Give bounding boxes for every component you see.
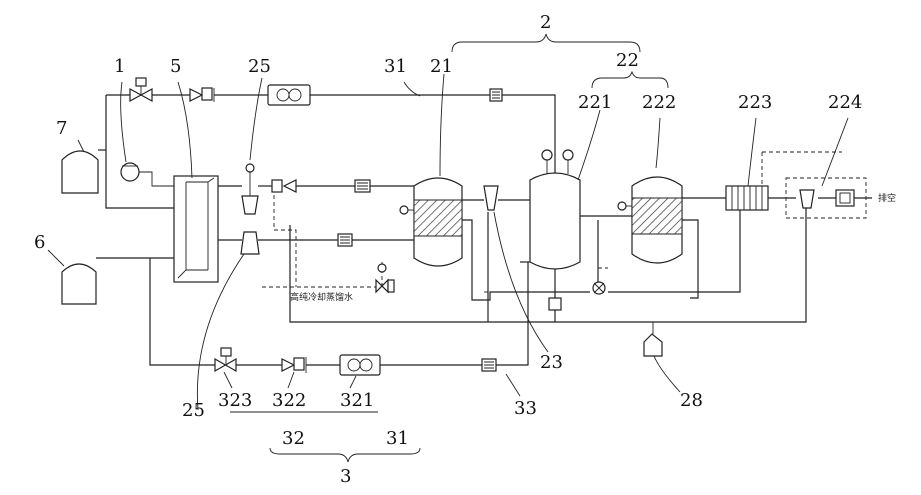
filter-33	[482, 359, 496, 371]
label-2: 2	[540, 12, 551, 33]
label-6: 6	[34, 232, 45, 253]
label-25-top: 25	[248, 56, 271, 77]
label-28: 28	[680, 390, 703, 411]
label-224: 224	[828, 92, 862, 113]
label-31-bottom: 31	[386, 428, 409, 449]
filter-lower	[338, 234, 352, 246]
ejector-23	[484, 186, 498, 210]
label-1: 1	[114, 56, 125, 77]
heat-exchanger-223	[726, 186, 768, 210]
label-25-bottom: 25	[182, 400, 205, 421]
ejector-25-lower	[241, 232, 259, 254]
label-321: 321	[340, 390, 374, 411]
label-22: 22	[616, 50, 639, 71]
label-33: 33	[514, 398, 537, 419]
valve-top-1	[130, 78, 152, 101]
heat-exchanger-5	[174, 176, 218, 282]
vent-note: 排空	[878, 192, 896, 204]
label-222: 222	[642, 92, 676, 113]
unit-224	[800, 190, 854, 208]
label-322: 322	[272, 390, 306, 411]
valve-lower-mid	[593, 282, 605, 294]
label-221: 221	[578, 92, 612, 113]
label-3: 3	[340, 466, 351, 487]
valve-323	[215, 348, 236, 371]
filter-top	[490, 89, 502, 101]
drain-valve	[376, 264, 394, 292]
reactor-21	[400, 178, 462, 266]
flowmeter-321	[340, 355, 380, 375]
pump-1	[121, 163, 174, 186]
label-323: 323	[218, 390, 252, 411]
label-7: 7	[56, 118, 67, 139]
tank-6	[62, 264, 96, 304]
check-valve-upper	[272, 180, 296, 192]
label-23: 23	[540, 352, 563, 373]
valve-322	[282, 357, 306, 373]
ejector-25-upper	[242, 164, 258, 214]
device-28	[644, 322, 662, 356]
label-32: 32	[282, 428, 305, 449]
drain-note: 高纯冷却蒸馏水	[290, 291, 353, 303]
tank-7	[62, 151, 98, 193]
flowmeter-top	[268, 85, 310, 105]
filter-upper	[355, 180, 370, 192]
label-21: 21	[430, 56, 453, 77]
label-31-top: 31	[384, 56, 407, 77]
label-5: 5	[170, 56, 181, 77]
valve-top-2	[190, 88, 214, 102]
reactor-222	[618, 177, 682, 263]
label-223: 223	[738, 92, 772, 113]
